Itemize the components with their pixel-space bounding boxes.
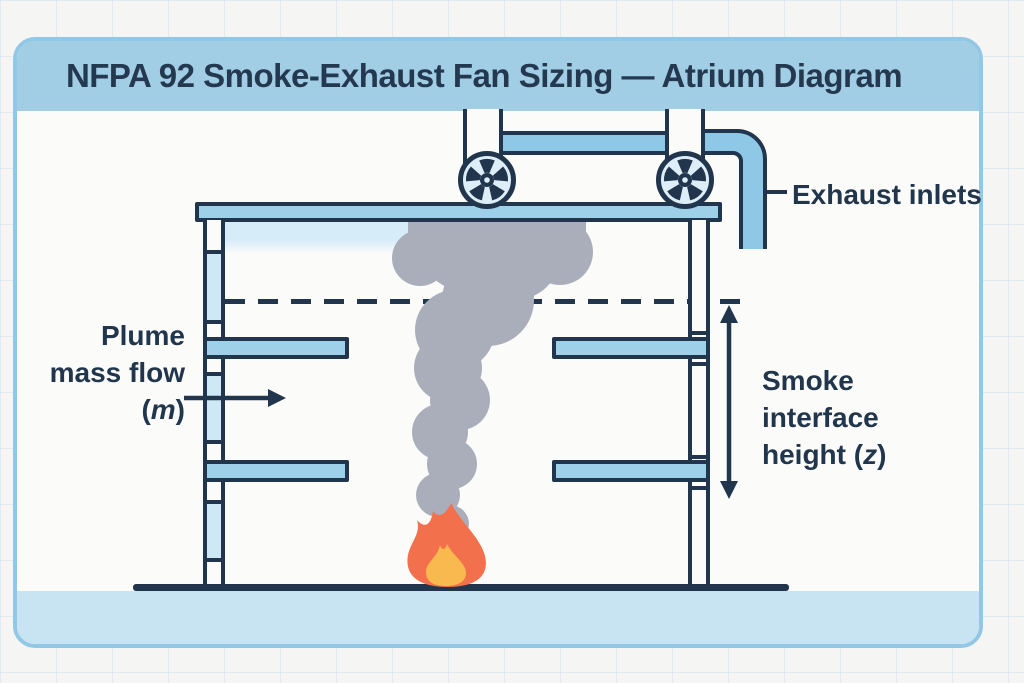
interface-label-line2: interface (762, 402, 879, 433)
wall-joint (207, 558, 221, 562)
height-prefix: height ( (762, 439, 864, 470)
wall-joint (692, 455, 706, 459)
wall-glass-segment (207, 504, 221, 558)
balcony-slab-lower-right (552, 460, 710, 482)
plume-label-line2: mass flow (49, 357, 185, 388)
wall-glass-segment (207, 376, 221, 440)
connecting-duct (500, 131, 668, 155)
plume-label-line3: (m) (20, 391, 185, 428)
ground-band (17, 591, 979, 644)
smoke-plume-icon (392, 218, 593, 568)
elbow-duct-outline (700, 129, 767, 249)
exhaust-label-tick (763, 190, 787, 194)
fan-blades (664, 158, 706, 201)
smoke-plume-shape (392, 218, 593, 568)
balcony-slab-lower-left (203, 460, 349, 482)
exhaust-inlets-label: Exhaust inlets (792, 179, 982, 210)
wall-joint (692, 331, 706, 335)
interface-height-arrow (720, 305, 738, 499)
title-band: NFPA 92 Smoke-Exhaust Fan Sizing — Atriu… (17, 41, 979, 111)
wall-joint (207, 320, 221, 324)
wall-joint (692, 486, 706, 490)
page-title: NFPA 92 Smoke-Exhaust Fan Sizing — Atriu… (65, 57, 903, 94)
mass-flow-symbol: m (150, 394, 176, 425)
height-symbol: z (863, 439, 878, 470)
plume-flow-arrow (184, 389, 286, 407)
wall-joint (207, 440, 221, 444)
interface-label-line3: height (z) (762, 436, 886, 473)
exhaust-fan-icon (458, 151, 516, 209)
elbow-duct-fill (700, 131, 765, 249)
plume-label-line1: Plume (100, 320, 185, 351)
plume-mass-flow-label: Plume mass flow (m) (20, 317, 185, 428)
fire-flame-icon (407, 503, 486, 587)
atrium-wall-left (203, 220, 225, 587)
paren-close: ) (175, 394, 185, 425)
atrium-wall-right (688, 220, 710, 587)
wall-joint (692, 362, 706, 366)
paren-open: ( (141, 394, 151, 425)
exhaust-fan-icon (656, 151, 714, 209)
interface-label-line1: Smoke (762, 365, 854, 396)
wall-joint (207, 372, 221, 376)
height-suffix: ) (877, 439, 887, 470)
wall-joint (207, 250, 221, 254)
flame-inner-shape (426, 544, 466, 586)
ceiling-slab (195, 202, 722, 222)
wall-joint (207, 500, 221, 504)
wall-glass-segment (207, 254, 221, 320)
exhaust-elbow-duct (700, 129, 767, 249)
balcony-slab-upper-right (552, 337, 710, 359)
smoke-interface-height-label: Smoke interface height (z) (762, 362, 886, 473)
balcony-slab-upper-left (203, 337, 349, 359)
ground-line (133, 584, 789, 591)
